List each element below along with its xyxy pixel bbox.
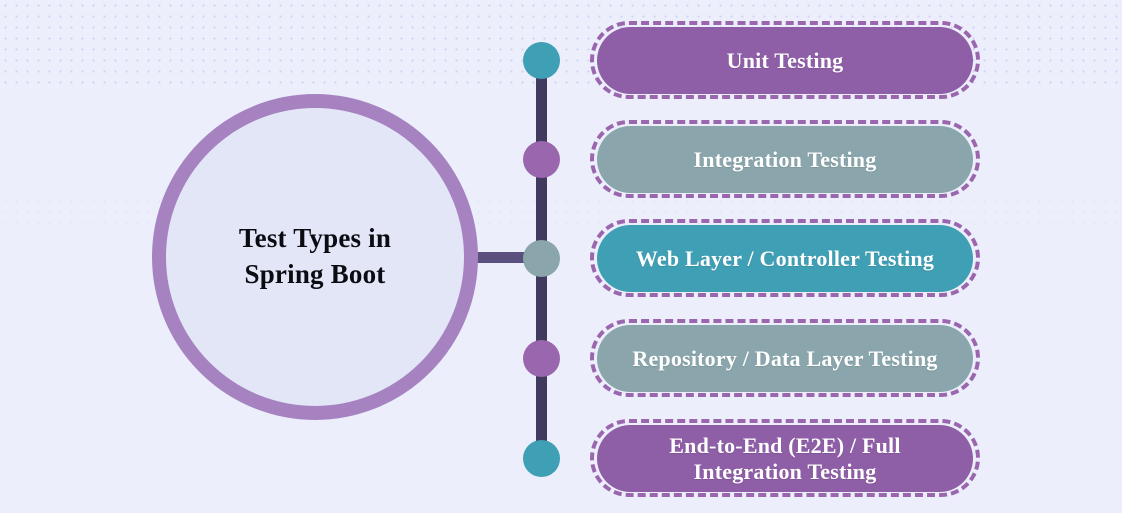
pill-dashed-outline xyxy=(590,419,980,497)
pill-dashed-outline xyxy=(590,219,980,297)
pill-body[interactable]: Integration Testing xyxy=(597,126,973,193)
pill-label: End-to-End (E2E) / Full Integration Test… xyxy=(669,432,901,484)
pill-label: Repository / Data Layer Testing xyxy=(632,345,938,371)
pill-label: Unit Testing xyxy=(726,47,844,73)
pill-body[interactable]: End-to-End (E2E) / Full Integration Test… xyxy=(597,425,973,492)
test-type-item-5[interactable]: End-to-End (E2E) / Full Integration Test… xyxy=(590,419,980,497)
test-type-item-4[interactable]: Repository / Data Layer Testing xyxy=(590,319,980,397)
pill-body[interactable]: Unit Testing xyxy=(597,27,973,94)
timeline-node-1[interactable] xyxy=(523,42,560,79)
pill-dashed-outline xyxy=(590,319,980,397)
pill-dashed-outline xyxy=(590,120,980,198)
pill-body[interactable]: Web Layer / Controller Testing xyxy=(597,225,973,292)
test-type-item-1[interactable]: Unit Testing xyxy=(590,21,980,99)
hub-to-spine-connector xyxy=(474,252,544,263)
pill-body[interactable]: Repository / Data Layer Testing xyxy=(597,325,973,392)
timeline-node-2[interactable] xyxy=(523,141,560,178)
pill-label: Integration Testing xyxy=(693,146,877,172)
test-type-item-2[interactable]: Integration Testing xyxy=(590,120,980,198)
timeline-node-5[interactable] xyxy=(523,440,560,477)
pill-label: Web Layer / Controller Testing xyxy=(635,245,935,271)
hub-circle: Test Types in Spring Boot xyxy=(152,94,478,420)
test-type-item-3[interactable]: Web Layer / Controller Testing xyxy=(590,219,980,297)
pill-dashed-outline xyxy=(590,21,980,99)
timeline-node-4[interactable] xyxy=(523,340,560,377)
hub-title: Test Types in Spring Boot xyxy=(238,223,392,289)
timeline-node-3[interactable] xyxy=(523,240,560,277)
